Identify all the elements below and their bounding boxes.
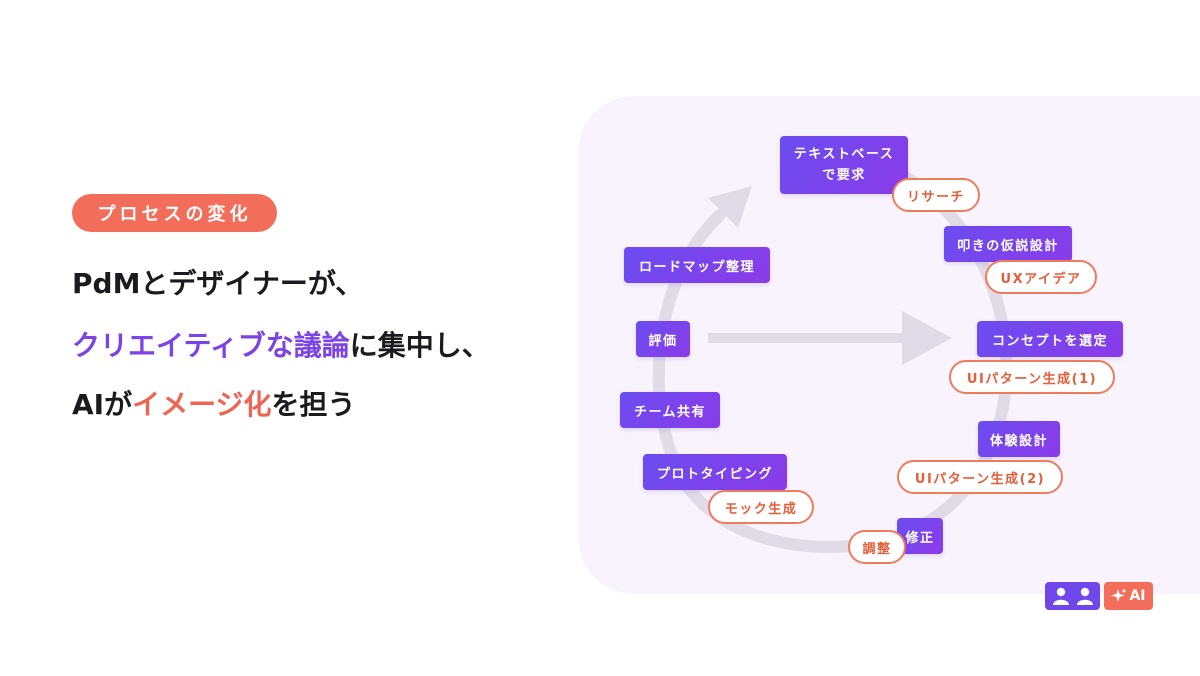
box-team-share: チーム共有 (620, 392, 720, 428)
pill-ui-pattern-2: UIパターン生成(2) (897, 460, 1063, 494)
box-evaluation: 評価 (636, 321, 690, 357)
sparkle-icon (1111, 588, 1127, 602)
box-experience-design: 体験設計 (978, 421, 1060, 457)
user-icon (1076, 587, 1093, 605)
center-arrow-shaft (708, 333, 908, 343)
box-roadmap: ロードマップ整理 (624, 247, 770, 283)
headline-line-1-text: PdMとデザイナーが、 (72, 267, 364, 300)
box-hypothesis-design: 叩きの仮説設計 (944, 226, 1072, 262)
center-arrow-head (902, 311, 952, 365)
legend-ai: AI (1104, 582, 1153, 610)
headline-creative-discussion: クリエイティブな議論 (72, 329, 350, 362)
box-text-based-request: テキストベース で要求 (780, 136, 908, 194)
headline-line-3: AIがイメージ化を担う (72, 385, 356, 425)
process-change-badge: プロセスの変化 (72, 194, 277, 232)
pill-research: リサーチ (892, 178, 980, 212)
headline-focus-text: に集中し、 (349, 329, 490, 362)
box-concept-selection: コンセプトを選定 (977, 321, 1123, 357)
pill-ui-pattern-1: UIパターン生成(1) (949, 360, 1115, 394)
box-prototyping: プロトタイピング (643, 454, 787, 490)
headline-visualization: イメージ化 (132, 388, 272, 421)
headline-line-1: PdMとデザイナーが、 (72, 264, 363, 304)
headline-handle-text: を担う (271, 388, 356, 421)
pill-mock-generation: モック生成 (708, 490, 814, 524)
pill-adjust: 調整 (848, 530, 906, 564)
headline-ai-text: AIが (72, 388, 133, 421)
legend-people (1045, 582, 1100, 610)
legend-ai-label: AI (1129, 588, 1146, 604)
pill-ux-idea: UXアイデア (985, 260, 1097, 294)
headline-line-2: クリエイティブな議論に集中し、 (72, 326, 490, 366)
user-icon (1052, 587, 1069, 605)
cycle-arrowhead (708, 186, 752, 228)
